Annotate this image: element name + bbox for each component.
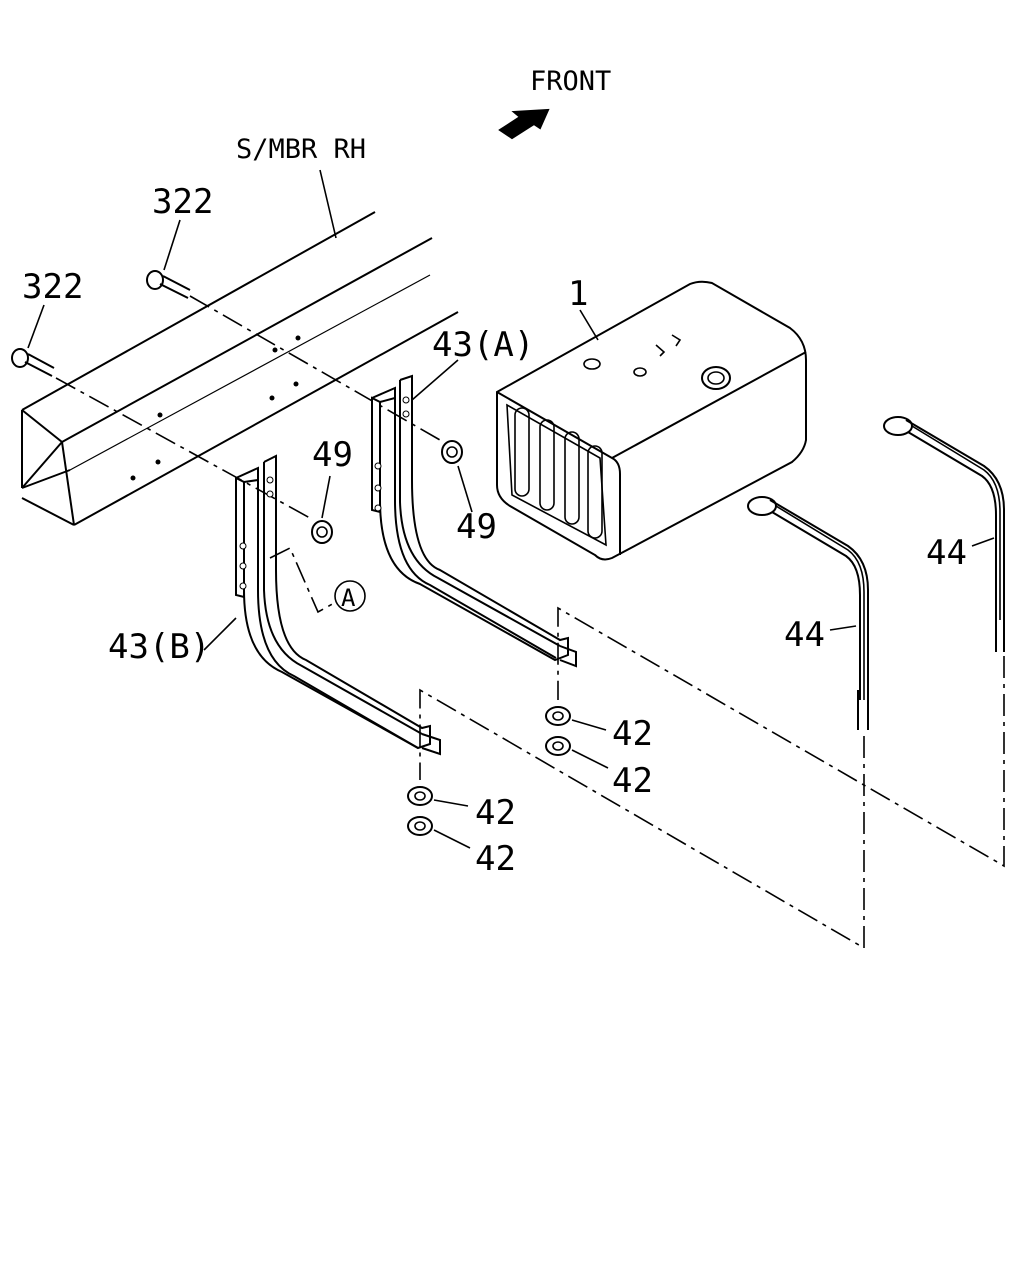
nut-49-right-icon	[441, 440, 463, 464]
strap-left-leader	[829, 625, 857, 631]
bolt-upper-label: 322	[152, 182, 213, 222]
strap-left	[747, 496, 869, 730]
nut-42-1-icon	[545, 706, 571, 726]
strap-right-center-line	[557, 606, 1005, 868]
bolt-lower-label: 322	[22, 267, 83, 307]
strap-right-leader	[971, 537, 995, 547]
bolt-upper-center-line	[189, 295, 441, 441]
front-label: FRONT	[530, 66, 611, 97]
nut-49-right-leader	[457, 465, 473, 513]
strap-right	[883, 416, 1005, 652]
bolt-lower-leader	[27, 304, 45, 349]
nut-42-2-leader	[571, 749, 609, 769]
callout-a-circle	[334, 580, 366, 612]
nut-49-left-icon	[311, 520, 333, 544]
bolt-lower-icon	[11, 348, 55, 377]
nut-42-1-leader	[571, 719, 607, 731]
nut-42-4-label: 42	[475, 839, 516, 879]
rail-hole	[157, 412, 163, 418]
nut-42-4-leader	[433, 829, 471, 849]
nut-49-left-leader	[321, 475, 331, 519]
callout-a-label: A	[341, 584, 356, 612]
front-arrow-icon	[498, 108, 550, 140]
bracket-b-leader	[203, 617, 237, 651]
side-member-rail	[21, 211, 459, 526]
side-member-label: S/MBR RH	[236, 134, 366, 165]
bolt-upper-icon	[146, 270, 191, 299]
fuel-tank	[496, 280, 807, 561]
bracket-b-label: 43(B)	[108, 627, 210, 667]
bracket-a	[371, 374, 577, 668]
nut-42-3-label: 42	[475, 793, 516, 833]
bolt-upper-leader	[163, 219, 181, 271]
bracket-a-leader	[411, 359, 459, 401]
nut-42-2-icon	[545, 736, 571, 756]
bracket-b	[235, 454, 441, 756]
nut-42-3-icon	[407, 786, 433, 806]
nut-42-3-leader	[433, 799, 469, 807]
bracket-a-label: 43(A)	[432, 325, 534, 365]
nut-49-right-label: 49	[456, 507, 497, 547]
strap-left-center-line	[419, 688, 865, 950]
side-member-leader	[319, 169, 337, 239]
tank-leader	[579, 309, 599, 341]
nut-42-4-icon	[407, 816, 433, 836]
callout-a-line	[269, 546, 337, 614]
tank-label: 1	[568, 274, 588, 314]
strap-right-label: 44	[926, 533, 967, 573]
nut-42-1-label: 42	[612, 714, 653, 754]
strap-left-label: 44	[784, 615, 825, 655]
nut-49-left-label: 49	[312, 435, 353, 475]
nut-42-2-label: 42	[612, 761, 653, 801]
